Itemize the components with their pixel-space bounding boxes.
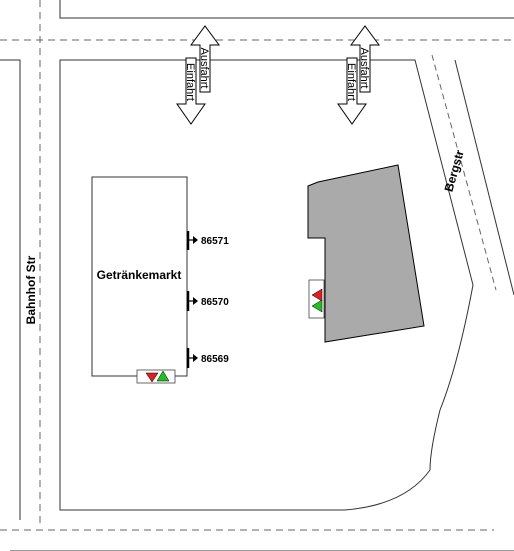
exit-label: Ausfahrt — [198, 48, 210, 89]
building-marker — [136, 369, 176, 384]
dock-number: 86570 — [201, 297, 229, 308]
dock-86569: 86569 — [186, 348, 229, 368]
grey-building — [307, 164, 425, 343]
bergstr-label: Bergstr — [442, 148, 467, 193]
bergstr-centerline — [431, 54, 497, 291]
dock-number: 86569 — [201, 354, 229, 365]
red-triangle-icon — [145, 372, 159, 383]
entry-arrow-icon — [176, 57, 206, 125]
top-block-outline — [59, 0, 514, 19]
green-triangle-icon — [156, 370, 170, 382]
red-triangle-icon — [311, 288, 323, 302]
driveway-arrow-2: Einfahrt Ausfahrt — [337, 25, 380, 125]
grey-building-marker — [308, 279, 325, 319]
exit-label: Ausfahrt — [358, 48, 370, 89]
lot-outline — [59, 59, 474, 511]
driveway-arrow-1: Einfahrt Ausfahrt — [176, 25, 220, 125]
left-block-outline — [0, 59, 21, 520]
entry-arrow-icon — [337, 57, 367, 125]
entry-label: Einfahrt — [184, 63, 196, 101]
bahnhof-str-label: Bahnhof Str — [24, 255, 38, 324]
dock-number: 86571 — [201, 236, 229, 247]
entry-label: Einfahrt — [345, 63, 357, 101]
exit-arrow-icon — [350, 25, 380, 93]
dock-86570: 86570 — [186, 291, 229, 311]
bergstr-right-edge — [454, 59, 514, 296]
getraenkemarkt-building — [91, 176, 188, 377]
green-triangle-icon — [311, 299, 323, 313]
dock-86571: 86571 — [186, 231, 229, 250]
exit-arrow-icon — [190, 25, 220, 93]
building-name-label: Getränkemarkt — [97, 268, 182, 282]
